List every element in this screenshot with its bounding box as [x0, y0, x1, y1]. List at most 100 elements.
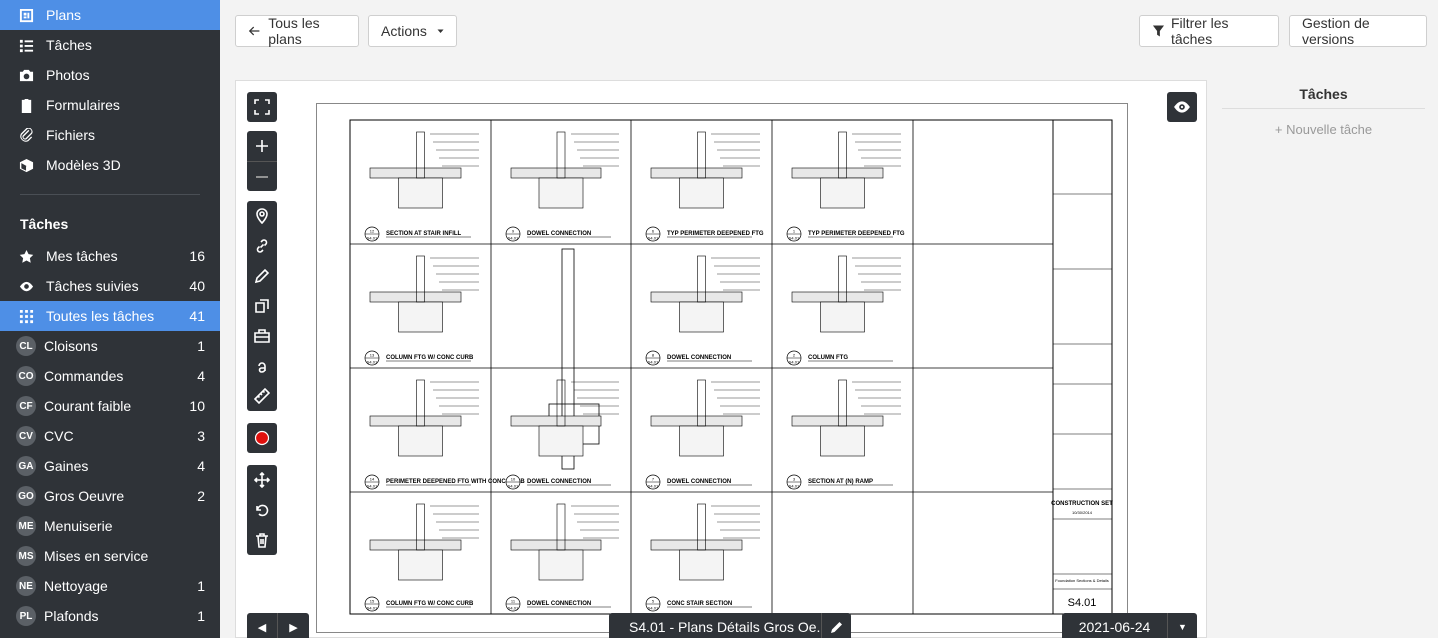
color-tool-group — [247, 423, 277, 453]
rotate-tool-button[interactable] — [247, 495, 277, 525]
previous-sheet-button[interactable]: ◀ — [247, 613, 278, 638]
sidebar-item-plans[interactable]: Plans — [0, 0, 220, 30]
detail-sheet-ref: S4.01 — [648, 606, 659, 611]
zoom-in-button[interactable] — [247, 131, 277, 161]
task-count: 1 — [197, 578, 205, 594]
sheet-title-text: S4.01 - Plans Détails Gros Oe... — [629, 619, 821, 635]
visibility-toggle-button[interactable] — [1167, 92, 1197, 122]
detail-number: 9 — [512, 229, 515, 234]
pin-tool-button[interactable] — [247, 201, 277, 231]
measure-tool-button[interactable] — [247, 381, 277, 411]
sidebar-item-taches[interactable]: Tâches — [0, 30, 220, 60]
set-date: 10/30/2014 — [1072, 510, 1093, 515]
sidebar-item-modeles-3d[interactable]: Modèles 3D — [0, 150, 220, 180]
sidebar-item-mes-taches[interactable]: Mes tâches 16 — [0, 241, 220, 271]
edit-sheet-button[interactable] — [821, 613, 851, 638]
version-management-button[interactable]: Gestion de versions — [1289, 15, 1427, 47]
paperclip-icon — [18, 127, 34, 143]
slab-shape — [650, 167, 743, 179]
detail-title: DOWEL CONNECTION — [527, 231, 591, 237]
sidebar-item-label: Tâches suivies — [46, 278, 139, 294]
top-bar: Tous les plans Actions Filtrer les tâche… — [220, 0, 1438, 62]
footing-shape — [679, 425, 724, 457]
column-shape — [838, 131, 847, 179]
text-icon — [258, 362, 266, 373]
actions-dropdown[interactable]: Actions — [368, 15, 457, 47]
fullscreen-icon — [254, 99, 270, 115]
slab-shape — [369, 539, 462, 551]
new-task-button[interactable]: + Nouvelle tâche — [1274, 122, 1373, 137]
slab-shape — [650, 415, 743, 427]
detail-sheet-ref: S4.01 — [367, 484, 378, 489]
sidebar-item-formulaires[interactable]: Formulaires — [0, 90, 220, 120]
fullscreen-tool-group — [247, 92, 277, 122]
color-picker-button[interactable] — [247, 423, 277, 453]
pen-tool-button[interactable] — [247, 261, 277, 291]
stamp-tool-button[interactable] — [247, 321, 277, 351]
sheet-title-bar[interactable]: S4.01 - Plans Détails Gros Oe... — [609, 613, 851, 638]
link-tool-button[interactable] — [247, 231, 277, 261]
detail-sheet-ref: S4.01 — [789, 484, 800, 489]
back-to-plans-button[interactable]: Tous les plans — [235, 15, 359, 47]
next-sheet-button[interactable]: ▶ — [278, 613, 309, 638]
version-selector[interactable]: 2021-06-24 ▼ — [1062, 613, 1197, 638]
cube-icon — [18, 157, 34, 173]
footing-shape — [820, 425, 865, 457]
column-shape — [697, 379, 706, 427]
back-button-label: Tous les plans — [268, 15, 320, 47]
filter-tasks-button[interactable]: Filtrer les tâches — [1139, 15, 1279, 47]
slab-shape — [510, 415, 602, 427]
shape-tool-button[interactable] — [247, 291, 277, 321]
move-icon — [254, 472, 270, 488]
footing-shape — [538, 549, 584, 581]
sidebar-item-photos[interactable]: Photos — [0, 60, 220, 90]
detail-number: 2 — [793, 353, 796, 358]
detail-sheet-ref: S4.01 — [789, 360, 800, 365]
text-tool-button[interactable] — [247, 351, 277, 381]
footing-shape — [398, 177, 443, 209]
column-shape — [556, 131, 566, 179]
caret-down-icon[interactable]: ▼ — [1167, 613, 1197, 638]
delete-tool-button[interactable] — [247, 525, 277, 555]
sidebar-item-toutes-les-taches[interactable]: Toutes les tâches 41 — [0, 301, 220, 331]
sidebar-item-fichiers[interactable]: Fichiers — [0, 120, 220, 150]
zoom-out-button[interactable] — [247, 161, 277, 191]
detail-sheet-ref: S4.01 — [367, 236, 378, 241]
footing-shape — [679, 301, 724, 333]
fullscreen-button[interactable] — [247, 92, 277, 122]
detail-title: TYP PERIMETER DEEPENED FTG — [808, 231, 905, 237]
category-badge: NE — [16, 576, 36, 596]
detail-number: 11 — [511, 599, 516, 604]
sidebar-item-taches-suivies[interactable]: Tâches suivies 40 — [0, 271, 220, 301]
trash-icon — [256, 533, 268, 548]
slab-shape — [369, 167, 462, 179]
move-tool-button[interactable] — [247, 465, 277, 495]
